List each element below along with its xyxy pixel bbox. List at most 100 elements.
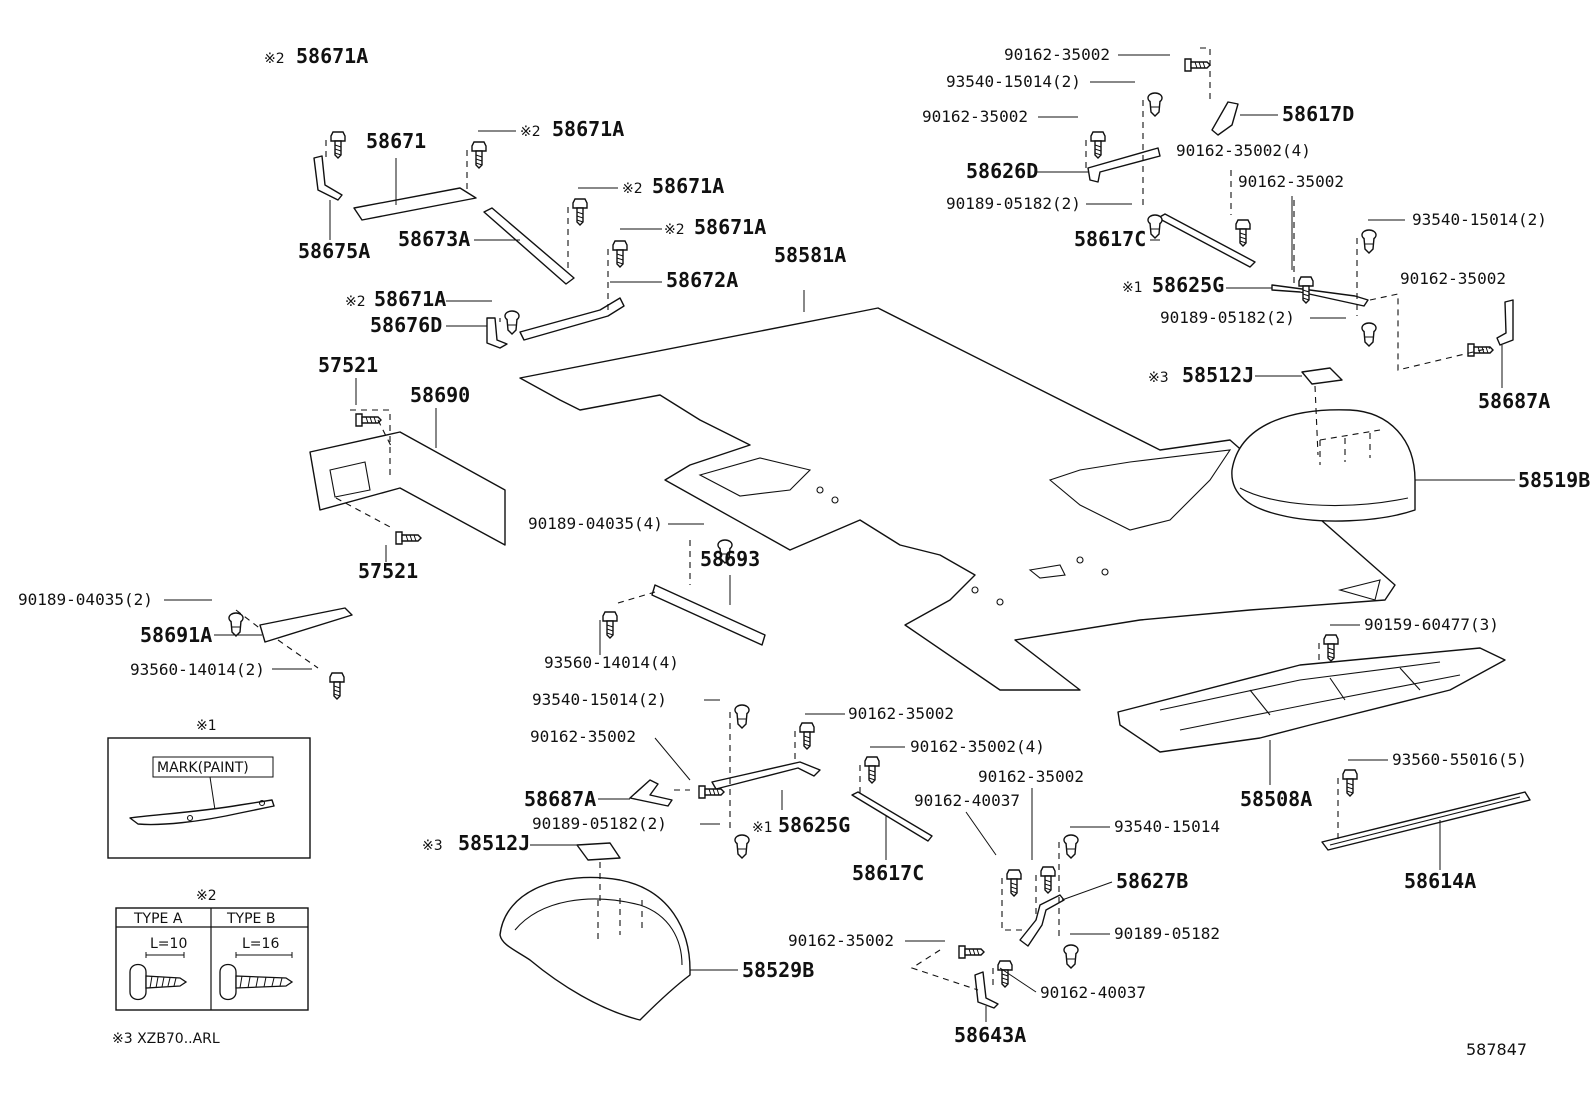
part-label: 58671A [296,44,368,68]
part-label: 58617D [1282,102,1354,126]
part-label: 90162-35002 [530,727,636,746]
part-58617C-top [1157,213,1256,268]
note-mark: ※3 [422,838,443,854]
part-label: 58617C [1074,227,1146,251]
type-a-screw [129,963,188,1001]
part-label: 58643A [954,1023,1026,1047]
part-labels: ※2 58671A 58671 ※2 58671A ※2 58671A ※2 5… [18,44,1590,1047]
part-label: 93540-15014(2) [532,690,667,709]
legend-note-2: ※2 TYPE A TYPE B L=10 L=16 [115,888,309,1011]
note-mark: ※2 [520,124,541,140]
part-label: 58512J [1182,363,1254,387]
part-58625G-top [1271,284,1369,307]
part-label: 58581A [774,243,846,267]
part-label: 90162-35002 [788,931,894,950]
part-label: 93560-14014(2) [130,660,265,679]
diagram-id: 587847 [1466,1040,1527,1059]
part-58508A [1117,647,1506,753]
part-58529B [499,876,691,1021]
part-label: 90189-04035(4) [528,514,663,533]
part-label: 90189-05182 [1114,924,1220,943]
part-label: 93540-15014(2) [1412,210,1547,229]
part-label: 58693 [700,547,760,571]
part-label: 90162-35002 [1004,45,1110,64]
part-label: 58671A [652,174,724,198]
part-58673A [483,207,575,285]
type-a-length: L=10 [150,936,187,952]
part-label: 90162-35002 [1400,269,1506,288]
part-label: 93560-55016(5) [1392,750,1527,769]
type-b-screw [219,963,294,1001]
type-a-header: TYPE A [133,911,183,927]
part-label: 90189-05182(2) [1160,308,1295,327]
part-label: 90162-35002 [1238,172,1344,191]
part-label: 90162-40037 [1040,983,1146,1002]
note-mark: ※3 [1148,370,1169,386]
part-label: 90189-05182(2) [532,814,667,833]
part-label: 58687A [524,787,596,811]
part-58693 [651,584,766,646]
part-58512J-top [1301,367,1343,385]
part-label: 58671 [366,129,426,153]
part-label: 58627B [1116,869,1188,893]
part-label: 58687A [1478,389,1550,413]
part-label: 58673A [398,227,470,251]
part-58625G-bottom [711,761,821,790]
part-label: 58671A [374,287,446,311]
part-label: 90189-05182(2) [946,194,1081,213]
part-label: 93540-15014(2) [946,72,1081,91]
note-mark: ※1 [1122,280,1143,296]
legend-1-title: ※1 [196,718,217,734]
part-label: 90162-40037 [914,791,1020,810]
part-label: 58676D [370,313,442,337]
part-58691A [259,607,353,643]
type-b-header: TYPE B [226,911,275,927]
footnote-3: ※3 XZB70..ARL [112,1031,220,1047]
part-label: 58625G [1152,273,1224,297]
note-mark: ※2 [264,51,285,67]
part-label: 90162-35002 [978,767,1084,786]
part-label: 57521 [358,559,418,583]
part-label: 90162-35002(4) [910,737,1045,756]
legend-2-title: ※2 [196,888,217,904]
note-mark: ※2 [622,181,643,197]
part-58690 [309,409,506,546]
part-label: 58529B [742,958,814,982]
part-label: 90162-35002 [848,704,954,723]
part-58671 [353,187,477,221]
part-label: 58625G [778,813,850,837]
part-label: 58626D [966,159,1038,183]
part-58519B [1231,409,1416,522]
part-label: 90162-35002 [922,107,1028,126]
part-58614A [1321,791,1531,851]
leader-lines [164,54,1515,1022]
part-58617D [1211,101,1239,136]
part-58687A-bottom [629,779,673,807]
part-label: 58508A [1240,787,1312,811]
part-58512J-bottom [576,842,621,861]
part-label: 58675A [298,239,370,263]
part-58675A [313,155,343,201]
note-mark: ※2 [345,294,366,310]
part-label: 57521 [318,353,378,377]
part-label: 58617C [852,861,924,885]
part-label: 58614A [1404,869,1476,893]
part-58626D [1087,147,1161,183]
part-58643A [974,971,999,1009]
assembly-dash-lines [235,47,1491,991]
part-label: 90159-60477(3) [1364,615,1499,634]
part-58672A [519,297,625,341]
part-58627B [1019,894,1065,947]
part-label: 58519B [1518,468,1590,492]
part-58687A-top [1496,299,1514,346]
part-label: 90162-35002(4) [1176,141,1311,160]
note-mark: ※1 [752,820,773,836]
part-label: 93540-15014 [1114,817,1220,836]
part-label: 58671A [552,117,624,141]
part-label: 58672A [666,268,738,292]
note-mark: ※2 [664,222,685,238]
part-58617C-bottom [851,791,933,842]
mark-paint-label: MARK(PAINT) [157,760,249,776]
part-label: 90189-04035(2) [18,590,153,609]
